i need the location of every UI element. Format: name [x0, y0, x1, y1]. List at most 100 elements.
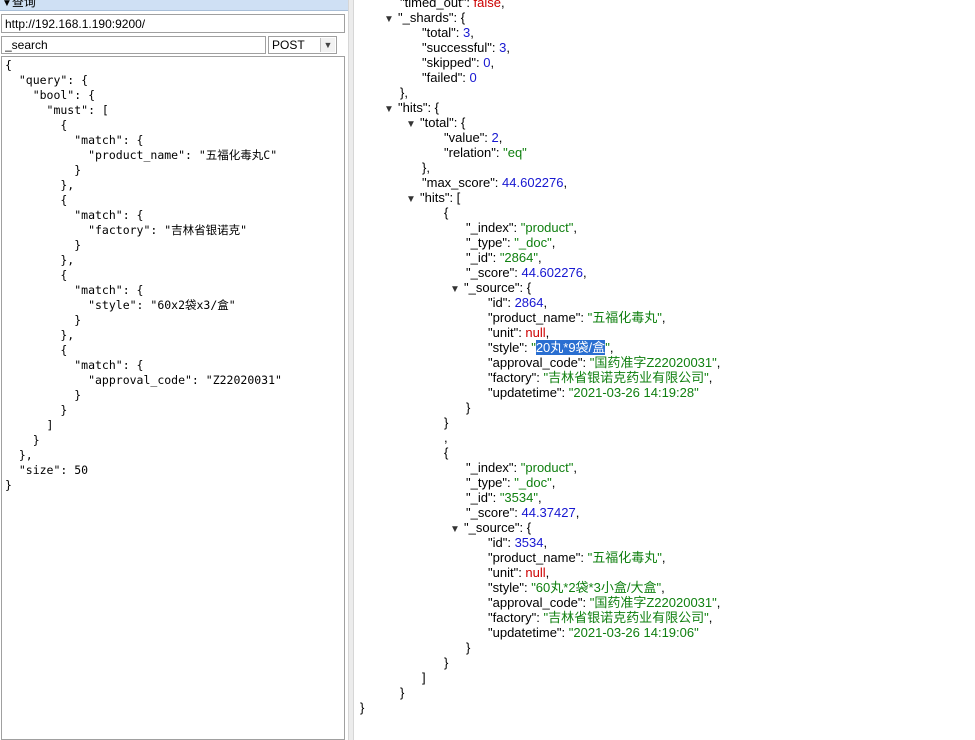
json-line: ▼ "hits": {	[360, 100, 970, 115]
json-key: "factory":	[488, 370, 544, 385]
json-key: "_type":	[466, 475, 515, 490]
json-number-value: 44.602276	[502, 175, 564, 190]
json-punctuation: ]	[422, 670, 426, 685]
json-line: "relation": "eq"	[360, 145, 970, 160]
json-key: "skipped":	[422, 55, 484, 70]
json-key: "relation":	[444, 145, 504, 160]
json-key: "_score":	[466, 505, 522, 520]
json-line: "id": 2864,	[360, 295, 970, 310]
json-line: }	[360, 685, 970, 700]
json-line: ▼ "_source": {	[360, 520, 970, 535]
json-key: "_type":	[466, 235, 515, 250]
json-punctuation: ,	[551, 235, 556, 250]
request-path-input[interactable]	[1, 36, 266, 54]
json-string-value: "	[531, 340, 536, 355]
json-punctuation: ,	[661, 310, 666, 325]
json-punctuation: ,	[582, 265, 587, 280]
json-string-value: "国药准字Z22020031"	[589, 355, 717, 370]
json-key: "unit":	[488, 565, 526, 580]
json-string-value: "product"	[520, 220, 574, 235]
json-punctuation: ,	[716, 595, 721, 610]
json-punctuation: ,	[563, 175, 568, 190]
json-key: "updatetime":	[488, 625, 569, 640]
json-line: ▼"_shards": {	[360, 10, 970, 25]
json-punctuation: ,	[551, 475, 556, 490]
collapse-toggle-icon[interactable]: ▼	[406, 194, 416, 205]
json-line: "max_score": 44.602276,	[360, 175, 970, 190]
json-line: },	[360, 160, 970, 175]
json-line: ▼ "total": {	[360, 115, 970, 130]
query-body-editor[interactable]: { "query": { "bool": { "must": [ { "matc…	[1, 56, 345, 740]
json-key: "failed":	[422, 70, 470, 85]
json-string-value: "_doc"	[514, 235, 552, 250]
query-panel-title: 查询	[11, 0, 36, 9]
json-string-value: "_doc"	[514, 475, 552, 490]
json-string-value: "吉林省银诺克药业有限公司"	[543, 610, 709, 625]
query-panel-header[interactable]: ▼查询	[0, 0, 348, 11]
json-string-value: "吉林省银诺克药业有限公司"	[543, 370, 709, 385]
json-key: "product_name":	[488, 310, 588, 325]
json-line: "total": 3,	[360, 25, 970, 40]
json-line: }	[360, 640, 970, 655]
json-punctuation: ,	[543, 535, 548, 550]
collapse-toggle-icon[interactable]: ▼	[384, 14, 394, 25]
json-line: "updatetime": "2021-03-26 14:19:06"	[360, 625, 970, 640]
json-number-value: 2864	[514, 295, 544, 310]
json-key: "factory":	[488, 610, 544, 625]
collapse-toggle-icon[interactable]: ▼	[384, 104, 394, 115]
collapse-triangle-icon[interactable]: ▼	[2, 0, 12, 9]
json-punctuation: ,	[716, 355, 721, 370]
json-key: "updatetime":	[488, 385, 569, 400]
http-method-value: POST	[272, 38, 305, 52]
json-selected-text: 20丸*9袋/盒	[535, 340, 606, 355]
json-string-value: "eq"	[503, 145, 527, 160]
json-key: "_source": {	[464, 520, 532, 535]
json-line: ▼"hits": [	[360, 190, 970, 205]
server-url-input[interactable]	[1, 14, 345, 33]
json-line: "_id": "2864",	[360, 250, 970, 265]
collapse-toggle-icon[interactable]: ▼	[450, 524, 460, 535]
json-line: "_score": 44.37427,	[360, 505, 970, 520]
json-key: "approval_code":	[488, 355, 590, 370]
json-key: "hits": {	[398, 100, 440, 115]
collapse-toggle-icon[interactable]: ▼	[450, 284, 460, 295]
json-line: "factory": "吉林省银诺克药业有限公司",	[360, 610, 970, 625]
json-punctuation: }	[444, 655, 449, 670]
json-number-value: 44.602276	[521, 265, 583, 280]
json-line: "approval_code": "国药准字Z22020031",	[360, 595, 970, 610]
json-key: "total": {	[420, 115, 466, 130]
json-number-value: 44.37427	[521, 505, 576, 520]
collapse-toggle-icon[interactable]: ▼	[406, 119, 416, 130]
json-line: "_type": "_doc",	[360, 475, 970, 490]
json-key: "_index":	[466, 460, 521, 475]
panel-splitter[interactable]	[348, 0, 354, 740]
json-punctuation: {	[444, 445, 449, 460]
json-line: "product_name": "五福化毒丸",	[360, 310, 970, 325]
json-punctuation: ,	[708, 370, 713, 385]
http-method-select[interactable]: POST ▼	[268, 36, 337, 54]
json-punctuation: ,	[573, 220, 577, 235]
json-key: "_index":	[466, 220, 521, 235]
json-punctuation: ,	[537, 490, 542, 505]
json-line: "_type": "_doc",	[360, 235, 970, 250]
json-punctuation: ,	[444, 430, 448, 445]
chevron-down-icon[interactable]: ▼	[320, 38, 335, 52]
json-string-value: "product"	[520, 460, 574, 475]
json-line: ▼"_source": {	[360, 280, 970, 295]
json-line: "value": 2,	[360, 130, 970, 145]
json-number-value: 2	[491, 130, 499, 145]
json-line: "approval_code": "国药准字Z22020031",	[360, 355, 970, 370]
json-string-value: "五福化毒丸"	[587, 550, 662, 565]
json-key: "approval_code":	[488, 595, 590, 610]
json-line: }	[360, 700, 970, 715]
json-punctuation: ,	[498, 130, 503, 145]
json-key: "_score":	[466, 265, 522, 280]
json-number-value: 3534	[514, 535, 544, 550]
json-line: "_score": 44.602276,	[360, 265, 970, 280]
json-line: "factory": "吉林省银诺克药业有限公司",	[360, 370, 970, 385]
json-line: },	[360, 85, 970, 100]
json-line: ]	[360, 670, 970, 685]
json-punctuation: }	[360, 700, 365, 715]
json-line: {	[360, 205, 970, 220]
json-line: "successful": 3,	[360, 40, 970, 55]
